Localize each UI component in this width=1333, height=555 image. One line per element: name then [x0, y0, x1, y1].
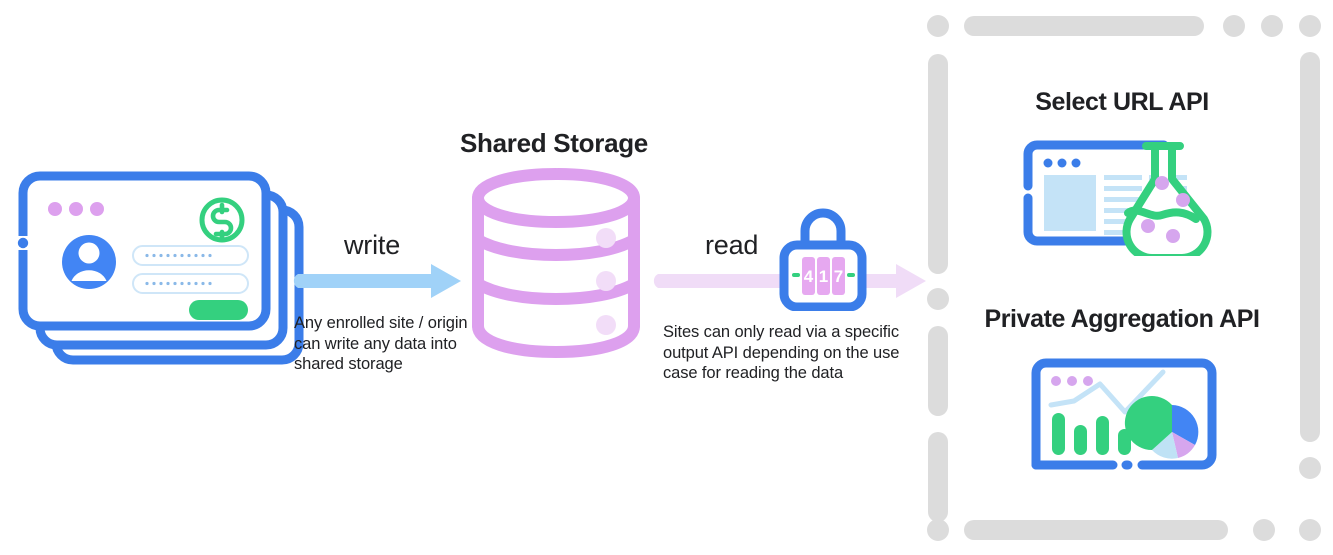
- browser-flask-icon: [1014, 136, 1230, 262]
- write-label: write: [344, 230, 401, 260]
- database-svg: [471, 168, 641, 359]
- shared-storage-title: Shared Storage: [460, 128, 648, 158]
- browser-flask-svg: [1023, 140, 1212, 262]
- shared-storage-database-icon: [466, 162, 646, 367]
- combination-lock-icon: 4 1 7: [777, 201, 869, 316]
- stacked-cards-svg: [17, 171, 304, 365]
- read-caption: Sites can only read via a specific outpu…: [663, 323, 900, 382]
- write-caption: Any enrolled site / origin can write any…: [294, 314, 468, 373]
- read-label: read: [705, 230, 759, 260]
- browser-charts-svg: [1031, 358, 1217, 470]
- svg-text:4: 4: [804, 267, 814, 286]
- lock-svg: 4 1 7: [779, 208, 867, 312]
- output-apis-panel: [916, 4, 1331, 555]
- write-arrow-svg: [293, 264, 461, 298]
- write-arrow-icon: [290, 262, 470, 305]
- dashed-panel-border: [927, 15, 1321, 541]
- private-aggregation-api-title: Private Aggregation API: [984, 305, 1260, 333]
- svg-text:7: 7: [834, 267, 843, 286]
- svg-text:1: 1: [819, 267, 828, 286]
- browser-charts-icon: [1030, 357, 1220, 487]
- stacked-login-cards-icon: [14, 162, 314, 367]
- select-url-api-title: Select URL API: [1035, 88, 1209, 116]
